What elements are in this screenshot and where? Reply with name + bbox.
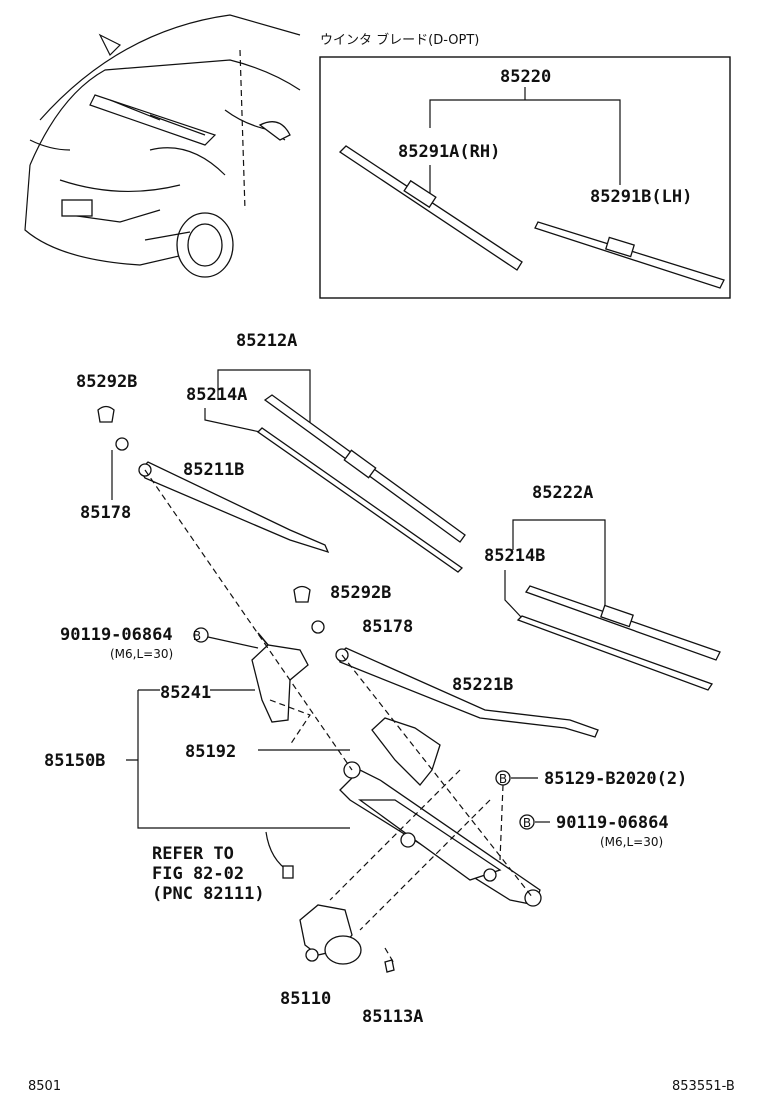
footer-left: 8501	[28, 1079, 61, 1094]
label-85150b: 85150B	[44, 751, 105, 771]
nut-85113a	[384, 959, 395, 973]
linkage-assembly: 90119-06864 B (M6,L=30) 85241 85150B 851…	[44, 469, 687, 1027]
wiper-arm-85211b	[139, 461, 330, 554]
label-refer-2: FIG 82-02	[152, 864, 244, 884]
blade-rubber-85214b	[516, 615, 714, 691]
blade-group-rh: 85212A 85214A 85292B 85178 85211B	[76, 331, 466, 573]
label-85222a: 85222A	[532, 483, 593, 503]
winter-blade-inset: ウインタ ブレード(D-OPT) 85220 85291A(RH) 85291B…	[319, 32, 731, 299]
label-85221b: 85221B	[452, 675, 513, 695]
label-refer-3: (PNC 82111)	[152, 884, 265, 904]
label-85110: 85110	[280, 989, 331, 1009]
label-85241: 85241	[160, 683, 211, 703]
cap-85292b-2	[293, 585, 311, 603]
inset-title: ウインタ ブレード(D-OPT)	[320, 32, 479, 48]
winter-blade-rh	[338, 145, 523, 271]
label-85292b-1: 85292B	[76, 372, 137, 392]
svg-text:B: B	[499, 772, 507, 786]
label-85178-2: 85178	[362, 617, 413, 637]
label-85129: 85129-B2020(2)	[544, 769, 687, 789]
vehicle-illustration	[24, 14, 301, 278]
marker-b-right: B	[523, 816, 531, 830]
bracket-85150b	[126, 689, 350, 829]
label-90119-left: 90119-06864	[60, 625, 173, 645]
blade-group-lh: 85222A 85214B 85292B 85178 85221B	[293, 483, 721, 738]
label-85214a: 85214A	[186, 385, 247, 405]
label-85214b: 85214B	[484, 546, 545, 566]
label-85212a: 85212A	[236, 331, 297, 351]
cover-85241	[251, 644, 309, 723]
wiper-arm-85221b	[337, 647, 599, 738]
nut-85178-1	[115, 437, 129, 451]
cap-85292b-1	[97, 405, 115, 423]
blade-rubber-85214a	[256, 427, 464, 573]
label-refer-1: REFER TO	[152, 844, 234, 864]
nut-85178-2	[311, 620, 325, 634]
footer-right: 853551-B	[672, 1079, 735, 1094]
label-85192: 85192	[185, 742, 236, 762]
label-85211b: 85211B	[183, 460, 244, 480]
label-85220: 85220	[500, 67, 551, 87]
cover-85192	[371, 717, 441, 786]
label-90119-right: 90119-06864	[556, 813, 669, 833]
label-85113a: 85113A	[362, 1007, 423, 1027]
label-85291b: 85291B(LH)	[590, 187, 692, 207]
label-90119-right-spec: (M6,L=30)	[600, 835, 663, 849]
label-90119-left-spec: (M6,L=30)	[110, 647, 173, 661]
label-85178-1: 85178	[80, 503, 131, 523]
label-85292b-2: 85292B	[330, 583, 391, 603]
inset-frame	[319, 56, 731, 299]
marker-b-left: B	[193, 629, 201, 643]
label-85291a: 85291A(RH)	[398, 142, 500, 162]
